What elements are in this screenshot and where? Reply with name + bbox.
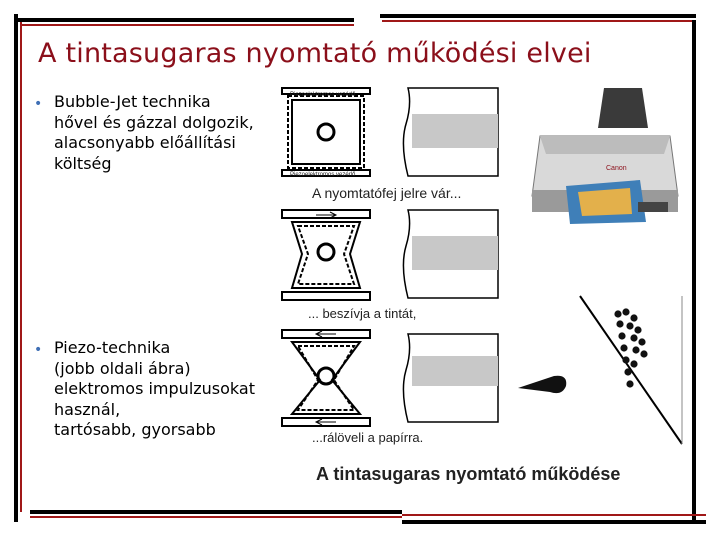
bullet-list-bubble: • Bubble-Jet technika hővel és gázzal do… bbox=[30, 92, 254, 174]
nozzle-panel-3 bbox=[281, 329, 371, 427]
diagram-main-caption: A tintasugaras nyomtató működése bbox=[316, 464, 620, 484]
bullet-line: (jobb oldali ábra) bbox=[54, 358, 191, 378]
bullet-icon: • bbox=[34, 342, 43, 358]
printer-brand: Canon bbox=[606, 165, 627, 172]
bullet-bubble-jet: • Bubble-Jet technika hővel és gázzal do… bbox=[30, 92, 254, 174]
bullet-line: Bubble-Jet technika bbox=[54, 92, 211, 111]
inkjet-diagram: Piezoelektromos vezérlő Piezoelektromos … bbox=[281, 87, 683, 484]
caption-waiting: A nyomtatófej jelre vár... bbox=[312, 185, 461, 201]
caption-drawing: ... beszívja a tintát, bbox=[308, 306, 416, 321]
slide-title: A tintasugaras nyomtató működési elvei bbox=[38, 38, 592, 69]
frame-bottom-line bbox=[30, 510, 402, 514]
bullet-piezo: • Piezo-technika (jobb oldali ábra) elek… bbox=[30, 338, 255, 441]
printer-image: Canon bbox=[531, 88, 679, 224]
bullet-line: tartósabb, gyorsabb bbox=[54, 420, 216, 439]
frame-left-red bbox=[20, 22, 22, 512]
frame-top-red-right bbox=[382, 20, 692, 22]
frame-bottom-red-right bbox=[402, 514, 706, 516]
bullet-line: költség bbox=[54, 153, 112, 173]
caption-firing: ...rálöveli a papírra. bbox=[312, 430, 423, 445]
bullet-icon: • bbox=[34, 96, 43, 112]
bullet-line: elektromos impulzusokat bbox=[54, 379, 255, 398]
frame-top-line-right bbox=[380, 14, 696, 18]
frame-top-red bbox=[20, 24, 354, 26]
bullet-line: alacsonyabb előállítási bbox=[54, 133, 236, 152]
panel-label: Piezoelektromos vezérlő bbox=[290, 172, 356, 178]
frame-bottom-red bbox=[30, 516, 402, 518]
bullet-line: Piezo-technika bbox=[54, 338, 171, 357]
nozzle-panel-1 bbox=[281, 87, 371, 177]
frame-right-line bbox=[692, 20, 696, 520]
paper-strip-2 bbox=[402, 209, 499, 299]
bullet-list-piezo: • Piezo-technika (jobb oldali ábra) elek… bbox=[30, 338, 255, 441]
paper-strip-3 bbox=[402, 333, 499, 423]
frame-top-line bbox=[18, 18, 354, 22]
bullet-line: használ, bbox=[54, 399, 121, 419]
panel-label: Piezoelektromos vezérlő bbox=[290, 92, 356, 98]
bullet-line: hővel és gázzal dolgozik, bbox=[54, 112, 254, 132]
frame-bottom-line-right bbox=[402, 520, 706, 524]
ink-jet-illustration bbox=[518, 295, 683, 445]
frame-left-line bbox=[14, 14, 18, 522]
nozzle-panel-2 bbox=[281, 209, 371, 301]
paper-strip-1 bbox=[402, 87, 499, 177]
